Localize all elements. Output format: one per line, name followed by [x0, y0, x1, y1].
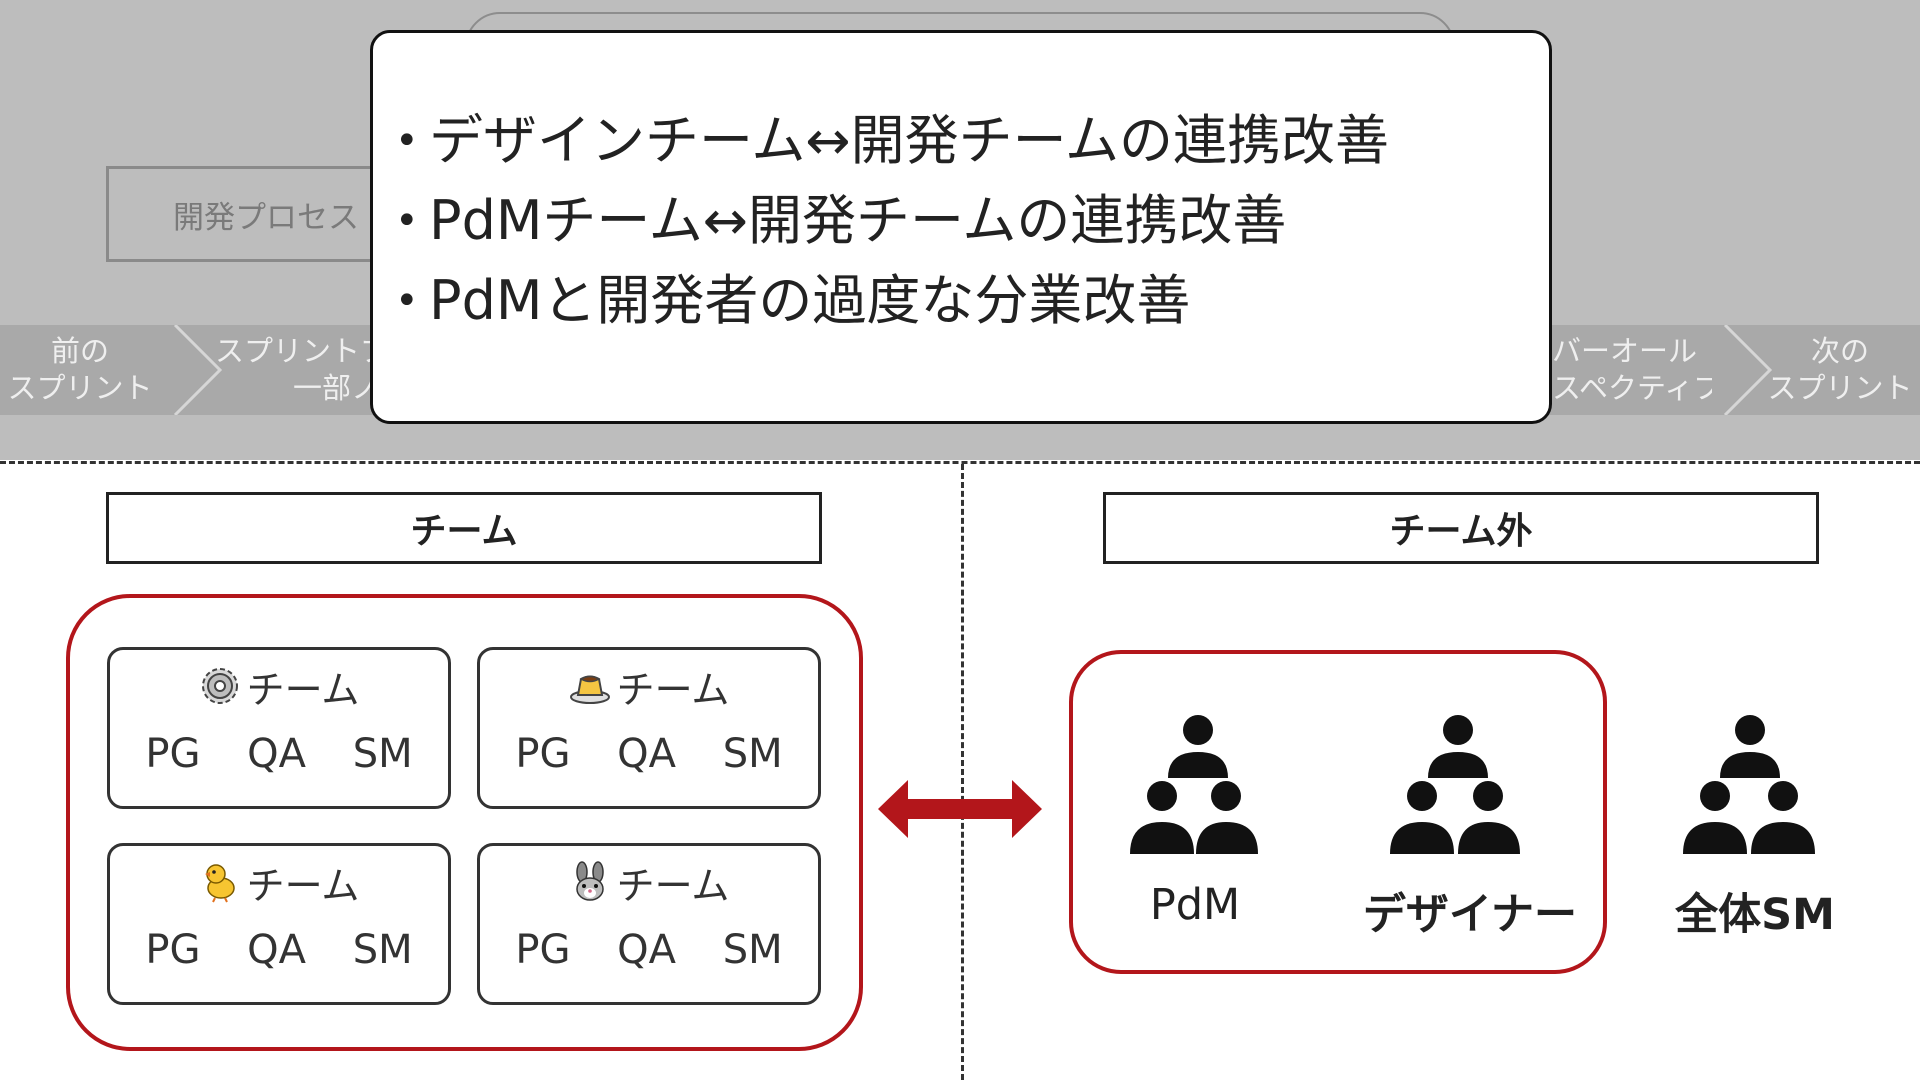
bullet-icon: •: [395, 278, 419, 324]
role-pg: PG: [145, 927, 201, 973]
designer-group-icon: [1390, 715, 1520, 854]
improvement-item: • PdMチーム↔開発チームの連携改善: [393, 181, 1549, 261]
role-sm: SM: [722, 927, 783, 973]
pudding-icon: [569, 665, 611, 707]
designer-label: デザイナー: [1362, 890, 1578, 940]
role-qa: QA: [617, 731, 677, 777]
team-card-pudding: チーム PG QA SM: [477, 647, 821, 809]
team-roles: PG QA SM: [480, 922, 818, 978]
overall-sm-group-icon: [1683, 715, 1815, 854]
bullet-icon: •: [395, 118, 419, 164]
flow-step-sprint-planning: スプリントプ 一部ノ: [215, 334, 370, 405]
team-group-outline: [66, 594, 863, 1051]
role-sm: SM: [722, 731, 783, 777]
improvement-popup: • デザインチーム↔開発チームの連携改善 • PdMチーム↔開発チームの連携改善…: [370, 30, 1552, 424]
team-section-header: チーム: [106, 492, 822, 564]
flow-separators: [173, 325, 1773, 415]
process-box: 開発プロセス: [106, 166, 436, 262]
flow-step-next-sprint: 次の スプリント: [1767, 334, 1913, 405]
pdm-group-icon: [1130, 715, 1258, 854]
chick-icon: [199, 861, 241, 903]
double-arrow-icon: [878, 780, 1042, 838]
role-qa: QA: [247, 731, 307, 777]
team-roles: PG QA SM: [480, 726, 818, 782]
role-pg: PG: [515, 927, 571, 973]
team-card-gear: チーム PG QA SM: [107, 647, 451, 809]
pdm-label: PdM: [1149, 880, 1241, 930]
team-title: チーム: [616, 863, 730, 908]
team-card-rabbit: チーム PG QA SM: [477, 843, 821, 1005]
overall-sm-label: 全体SM: [1675, 890, 1835, 940]
rabbit-icon: [569, 861, 611, 903]
bullet-icon: •: [395, 198, 419, 244]
team-title: チーム: [616, 667, 730, 712]
flow-step-previous-sprint: 前の スプリント: [7, 334, 153, 405]
gear-icon: [199, 665, 241, 707]
role-qa: QA: [247, 927, 307, 973]
role-pg: PG: [515, 731, 571, 777]
role-qa: QA: [617, 927, 677, 973]
role-sm: SM: [352, 927, 413, 973]
role-pg: PG: [145, 731, 201, 777]
team-title: チーム: [246, 863, 360, 908]
improvement-list: • デザインチーム↔開発チームの連携改善 • PdMチーム↔開発チームの連携改善…: [393, 101, 1549, 341]
outside-section-header: チーム外: [1103, 492, 1819, 564]
team-roles: PG QA SM: [110, 726, 448, 782]
improvement-item: • デザインチーム↔開発チームの連携改善: [393, 101, 1549, 181]
role-sm: SM: [352, 731, 413, 777]
team-card-chick: チーム PG QA SM: [107, 843, 451, 1005]
horizontal-divider: [0, 461, 1920, 464]
flow-step-overall-retrospective: バーオール スペクティブ: [1552, 334, 1712, 405]
improvement-item: • PdMと開発者の過度な分業改善: [393, 261, 1549, 341]
team-title: チーム: [246, 667, 360, 712]
vertical-divider: [961, 464, 964, 1080]
team-roles: PG QA SM: [110, 922, 448, 978]
process-box-label: 開発プロセス: [173, 199, 359, 236]
outside-group-outline: [1069, 650, 1607, 974]
